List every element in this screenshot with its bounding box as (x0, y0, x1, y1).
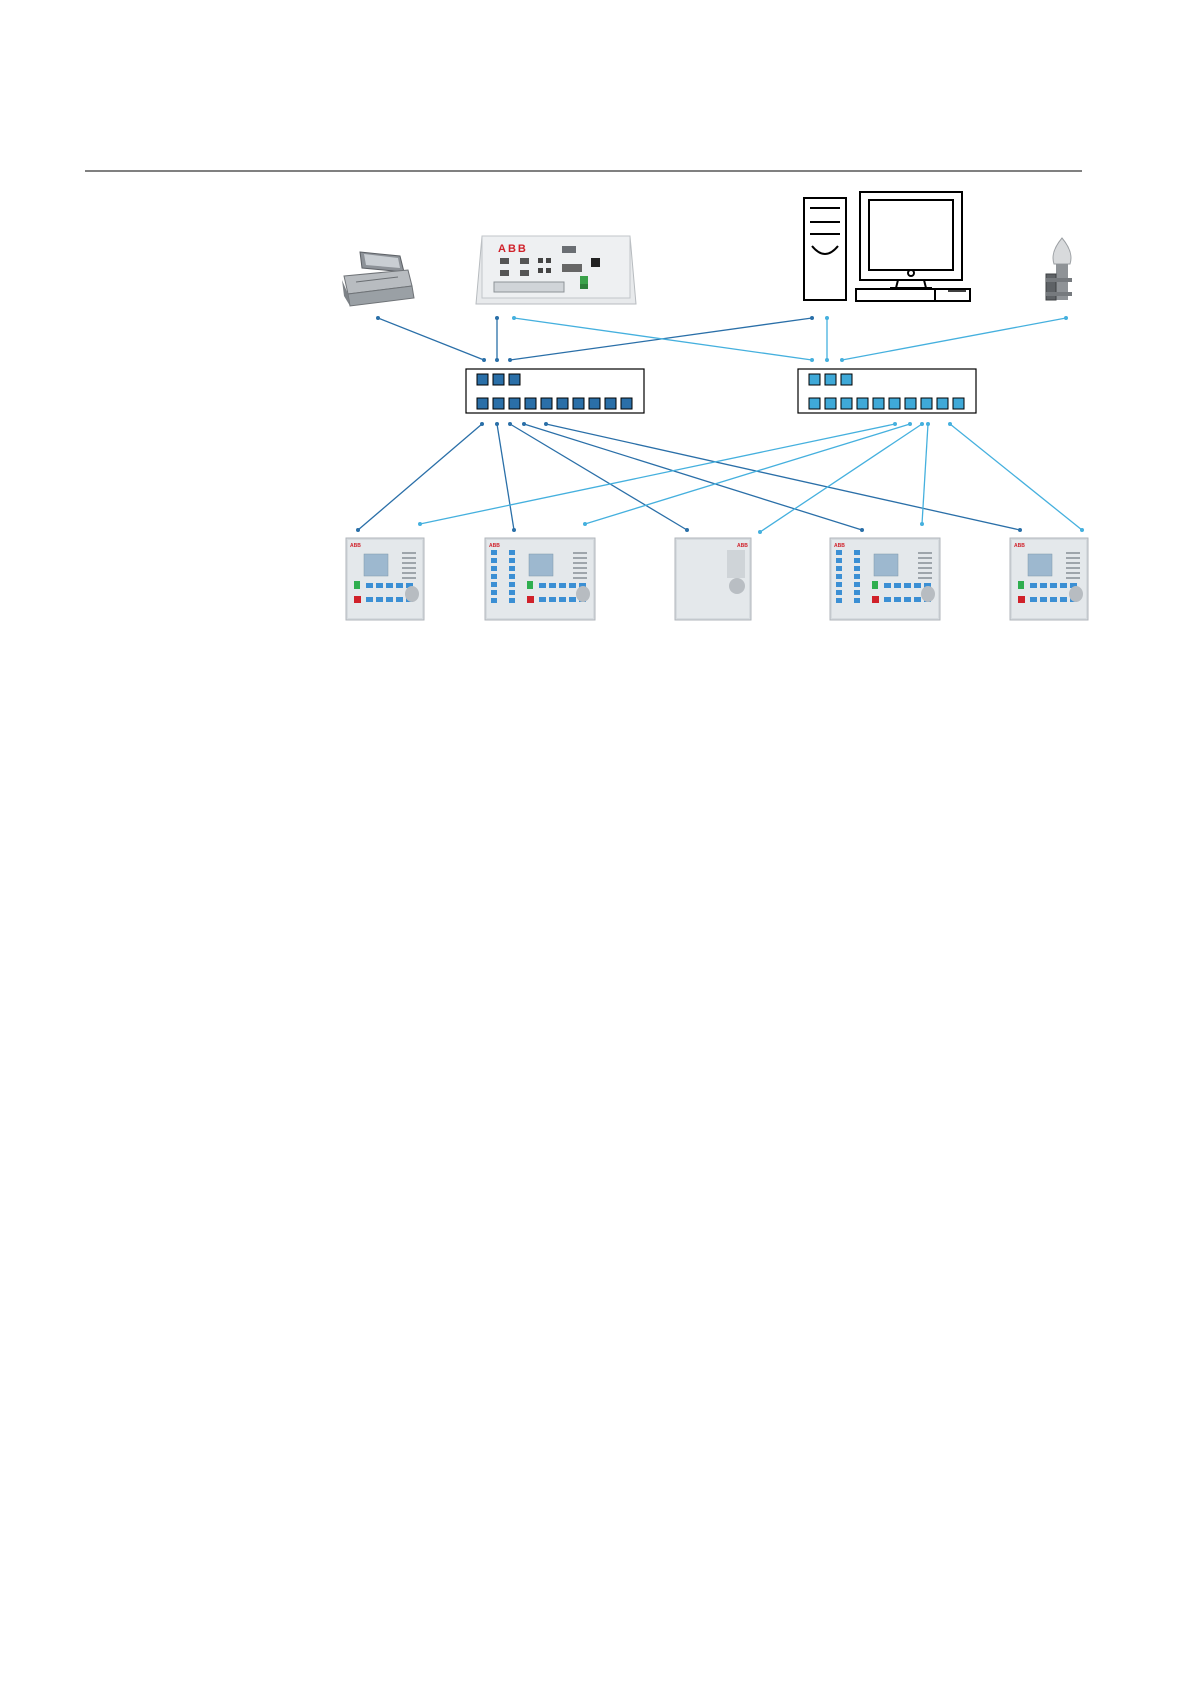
link-endpoint (376, 316, 380, 320)
link-endpoint (810, 358, 814, 362)
switch-port (493, 398, 504, 409)
switch-port (541, 398, 552, 409)
switch-port (605, 398, 616, 409)
printer-icon (342, 252, 414, 306)
link-endpoint (508, 422, 512, 426)
network-link (950, 424, 1082, 530)
network-link (497, 424, 514, 530)
link-endpoint (860, 528, 864, 532)
switch-port (841, 398, 852, 409)
protection-relay-icon: ABB (675, 538, 751, 620)
network-link (378, 318, 484, 360)
relay-logo: ABB (350, 543, 361, 549)
switch-port (509, 374, 520, 385)
network-link (842, 318, 1066, 360)
link-endpoint (825, 316, 829, 320)
switch-port (905, 398, 916, 409)
switch-port (921, 398, 932, 409)
link-endpoint (825, 358, 829, 362)
link-endpoint (926, 422, 930, 426)
protection-relay-icon: ABB (346, 538, 424, 620)
link-endpoint (920, 422, 924, 426)
link-endpoint (1080, 528, 1084, 532)
ied-row: ABB ABB ABB ABB ABB (346, 538, 1088, 620)
network-link (420, 424, 895, 524)
workstation-pc-icon (804, 192, 970, 301)
link-endpoint (480, 422, 484, 426)
link-endpoint (840, 358, 844, 362)
switch-port (841, 374, 852, 385)
switch-port (509, 398, 520, 409)
switch-port (825, 374, 836, 385)
link-endpoint (495, 316, 499, 320)
link-endpoint (583, 522, 587, 526)
network-link (510, 424, 687, 530)
ethernet-switch-b (798, 369, 976, 413)
relay-logo: ABB (834, 543, 845, 549)
switch-port (873, 398, 884, 409)
link-endpoint (482, 358, 486, 362)
link-endpoint (418, 522, 422, 526)
switch-port (525, 398, 536, 409)
switch-port (557, 398, 568, 409)
switch-port (573, 398, 584, 409)
switch-port (809, 374, 820, 385)
switch-port (953, 398, 964, 409)
switch-port (937, 398, 948, 409)
link-endpoint (1064, 316, 1068, 320)
gps-antenna-icon (1046, 238, 1072, 300)
relay-logo: ABB (1014, 543, 1025, 549)
switch-port (589, 398, 600, 409)
station-computer-icon: ABB (476, 236, 636, 304)
protection-relay-icon: ABB (830, 538, 940, 620)
network-link (524, 424, 862, 530)
switch-port (477, 374, 488, 385)
relay-logo: ABB (737, 543, 748, 549)
link-endpoint (356, 528, 360, 532)
link-endpoint (522, 422, 526, 426)
relay-logo: ABB (489, 543, 500, 549)
link-endpoint (685, 528, 689, 532)
ethernet-switch-a (466, 369, 644, 413)
protection-relay-icon: ABB (1010, 538, 1088, 620)
link-endpoint (508, 358, 512, 362)
link-endpoint (495, 422, 499, 426)
connection-links (356, 316, 1084, 534)
switch-port (857, 398, 868, 409)
link-endpoint (512, 316, 516, 320)
switch-port (825, 398, 836, 409)
link-endpoint (920, 522, 924, 526)
link-endpoint (948, 422, 952, 426)
switch-port (889, 398, 900, 409)
link-endpoint (810, 316, 814, 320)
network-link (760, 424, 922, 532)
switch-port (809, 398, 820, 409)
link-endpoint (544, 422, 548, 426)
link-endpoint (512, 528, 516, 532)
switch-port (477, 398, 488, 409)
protection-relay-icon: ABB (485, 538, 595, 620)
link-endpoint (495, 358, 499, 362)
gateway-logo: ABB (498, 243, 528, 255)
switch-port (493, 374, 504, 385)
network-link (585, 424, 910, 524)
link-endpoint (758, 530, 762, 534)
link-endpoint (908, 422, 912, 426)
switch-port (621, 398, 632, 409)
link-endpoint (1018, 528, 1022, 532)
network-link (358, 424, 482, 530)
link-endpoint (893, 422, 897, 426)
